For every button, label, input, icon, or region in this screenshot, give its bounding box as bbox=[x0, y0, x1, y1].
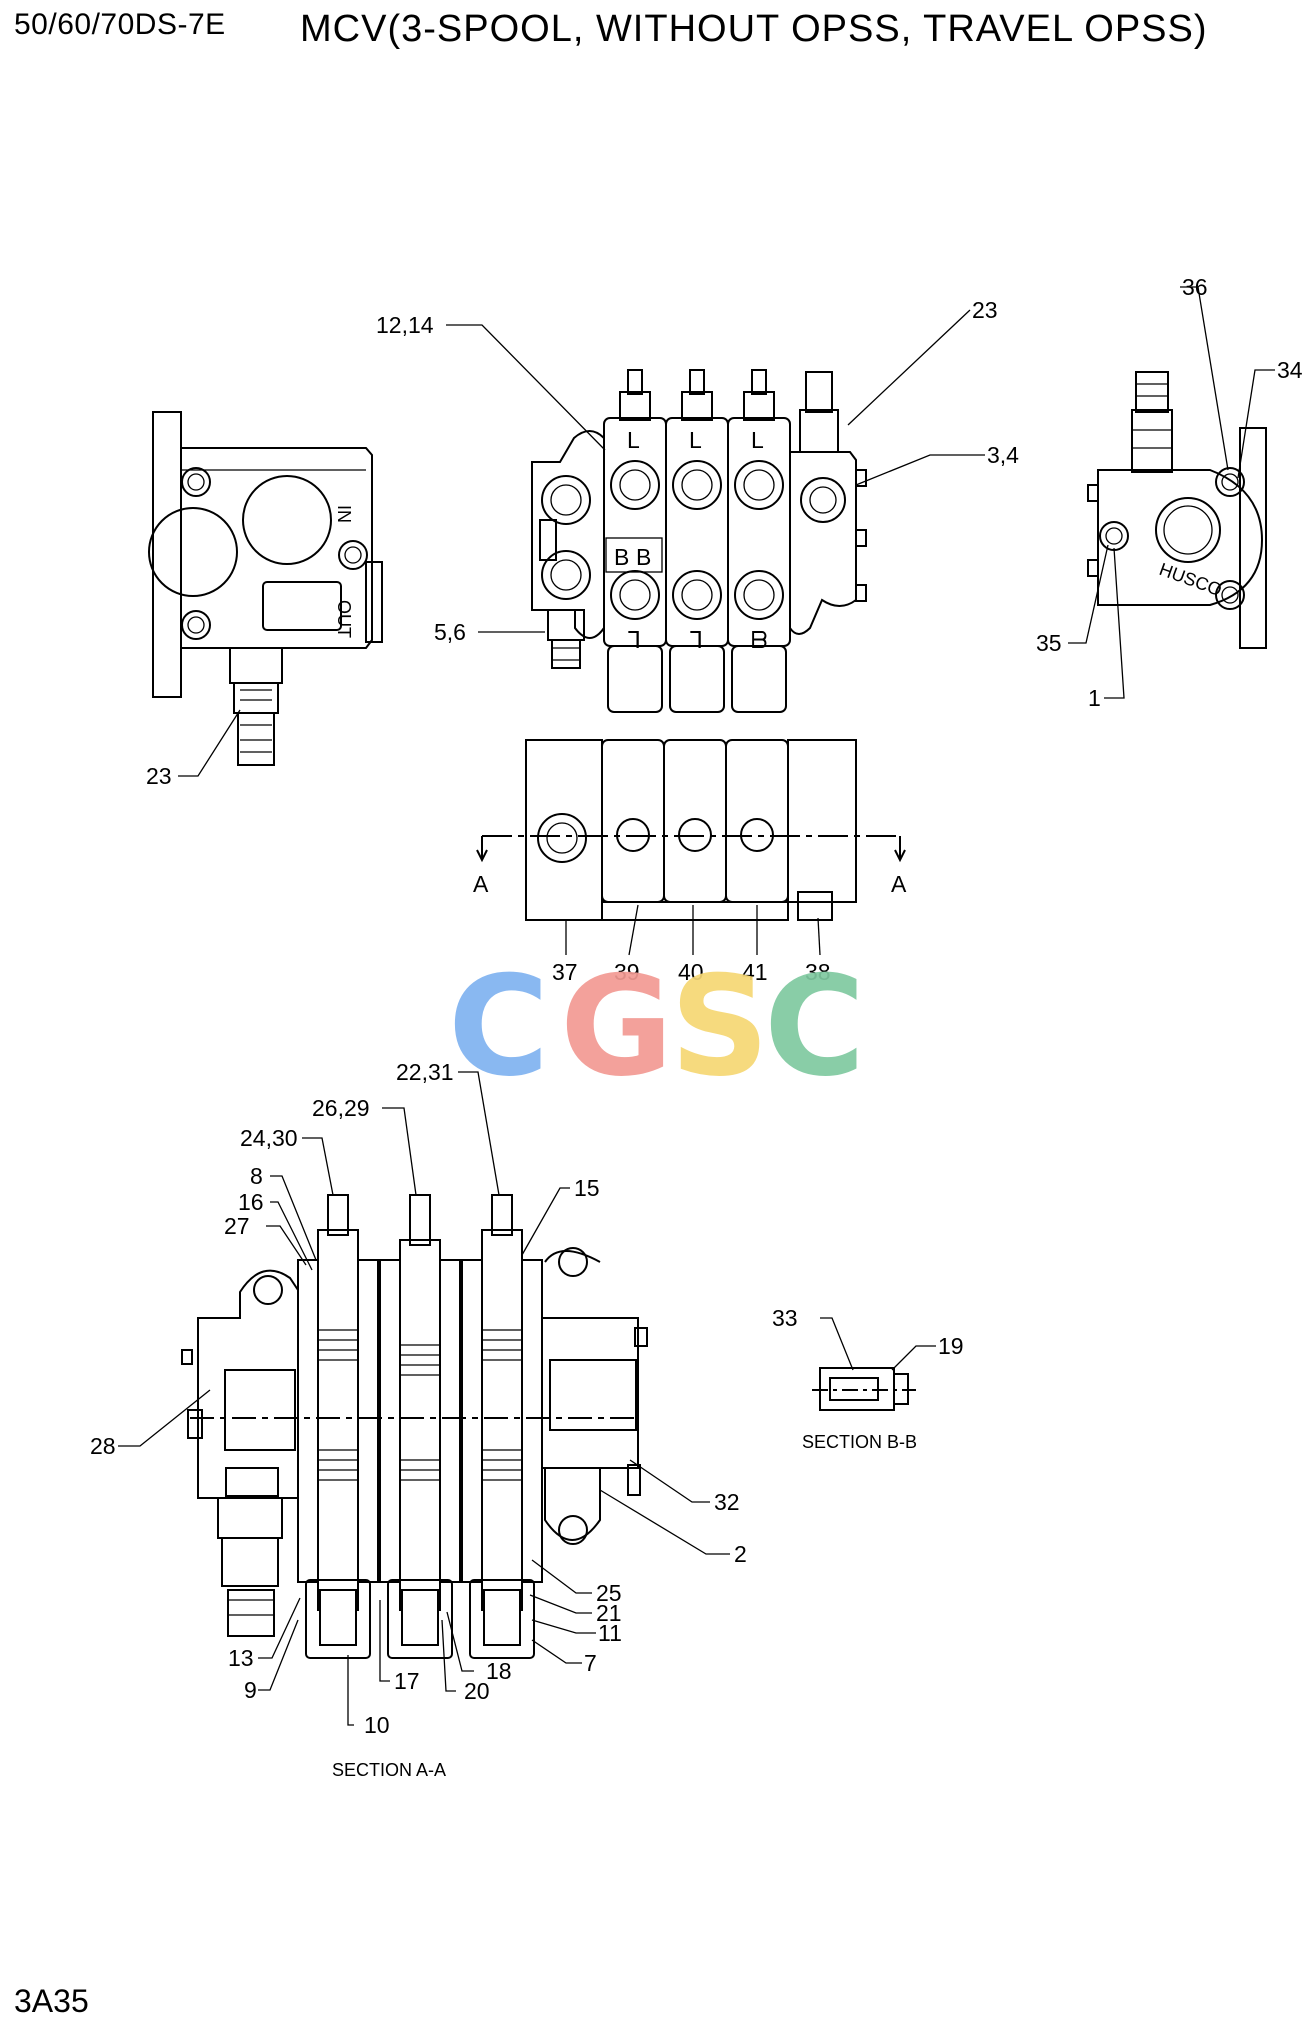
callout-label: 23 bbox=[146, 763, 172, 789]
callout-label: 40 bbox=[678, 959, 704, 985]
callout-label: 13 bbox=[228, 1645, 254, 1671]
model-code: 50/60/70DS-7E bbox=[14, 8, 226, 41]
section-a-right-label: A bbox=[891, 871, 907, 897]
callout-label: 27 bbox=[224, 1213, 250, 1239]
watermark: C G S C bbox=[448, 946, 865, 1107]
callout-label: 3,4 bbox=[987, 442, 1019, 468]
callout-label: 9 bbox=[244, 1677, 257, 1703]
callout-label: 17 bbox=[394, 1668, 420, 1694]
callout-label: 24,30 bbox=[240, 1125, 298, 1151]
section-spool-3 bbox=[461, 1194, 543, 1659]
inlet-port-label: IN bbox=[334, 505, 354, 523]
callout-label: 19 bbox=[938, 1333, 964, 1359]
end-mark: ᒣ bbox=[627, 627, 641, 653]
callout-label: 2 bbox=[734, 1541, 747, 1567]
callout-label: 8 bbox=[250, 1163, 263, 1189]
section-spool-2 bbox=[379, 1194, 461, 1659]
spool-section-1: L ᒣ bbox=[603, 369, 667, 713]
watermark-letter: S bbox=[670, 946, 769, 1107]
callout-label: 18 bbox=[486, 1658, 512, 1684]
watermark-letter: C bbox=[764, 946, 865, 1107]
callout-label: 25 bbox=[596, 1580, 622, 1606]
section-line-a-a: A A bbox=[473, 835, 907, 897]
callout-label: 28 bbox=[90, 1433, 116, 1459]
spool-section-3: L ᗷ bbox=[727, 369, 791, 713]
brand-label: HUSCO bbox=[1157, 559, 1225, 600]
watermark-letter: G bbox=[560, 946, 673, 1107]
outlet-port-label: OUT bbox=[334, 600, 354, 638]
callout-label: 10 bbox=[364, 1712, 390, 1738]
section-mark: L bbox=[751, 427, 764, 453]
callout-label: 7 bbox=[584, 1650, 597, 1676]
callout-label: 41 bbox=[742, 959, 768, 985]
section-b-b-caption: SECTION B-B bbox=[802, 1432, 917, 1452]
callout-label: 20 bbox=[464, 1678, 490, 1704]
front-view-valve: L ᒣ L ᒣ L ᗷ B B bbox=[531, 369, 867, 713]
callout-label: 39 bbox=[614, 959, 640, 985]
section-mark-b: B bbox=[636, 544, 651, 570]
section-a-a-view bbox=[181, 1194, 648, 1659]
callout-label: 37 bbox=[552, 959, 578, 985]
page-id: 3A35 bbox=[14, 1983, 89, 2019]
page-title: MCV(3-SPOOL, WITHOUT OPSS, TRAVEL OPSS) bbox=[300, 8, 1208, 50]
callout-label: 38 bbox=[805, 959, 831, 985]
section-b-b-view bbox=[812, 1367, 916, 1411]
end-mark: ᗷ bbox=[751, 627, 768, 653]
callout-label: 33 bbox=[772, 1305, 798, 1331]
top-view-valve bbox=[525, 739, 857, 921]
leader-lines bbox=[118, 286, 1275, 1726]
section-mark: L bbox=[689, 427, 702, 453]
callout-label: 36 bbox=[1182, 274, 1208, 300]
side-view-inlet: IN OUT bbox=[148, 411, 383, 766]
callout-label: 1 bbox=[1088, 685, 1101, 711]
callout-label: 23 bbox=[972, 297, 998, 323]
right-view-outlet: HUSCO bbox=[1087, 371, 1267, 649]
callout-label: 32 bbox=[714, 1489, 740, 1515]
callout-label: 11 bbox=[598, 1620, 622, 1646]
callout-label: 21 bbox=[596, 1600, 622, 1626]
callout-label: 34 bbox=[1277, 357, 1303, 383]
callout-label: 5,6 bbox=[434, 619, 466, 645]
section-a-a-caption: SECTION A-A bbox=[332, 1760, 446, 1780]
callout-label: 35 bbox=[1036, 630, 1062, 656]
section-mark: L bbox=[627, 427, 640, 453]
watermark-letter: C bbox=[448, 946, 549, 1107]
section-mark-b: B bbox=[614, 544, 629, 570]
callout-label: 12,14 bbox=[376, 312, 434, 338]
end-mark: ᒣ bbox=[689, 627, 703, 653]
callout-label: 22,31 bbox=[396, 1059, 454, 1085]
callout-label: 15 bbox=[574, 1175, 600, 1201]
callout-label: 26,29 bbox=[312, 1095, 370, 1121]
callout-numbers: 12,14 23 3,4 5,6 23 36 34 35 1 37 39 40 … bbox=[90, 274, 1303, 1738]
section-a-left-label: A bbox=[473, 871, 489, 897]
spool-section-2: L ᒣ bbox=[665, 369, 729, 713]
section-spool-1 bbox=[297, 1194, 379, 1659]
callout-label: 16 bbox=[238, 1189, 264, 1215]
